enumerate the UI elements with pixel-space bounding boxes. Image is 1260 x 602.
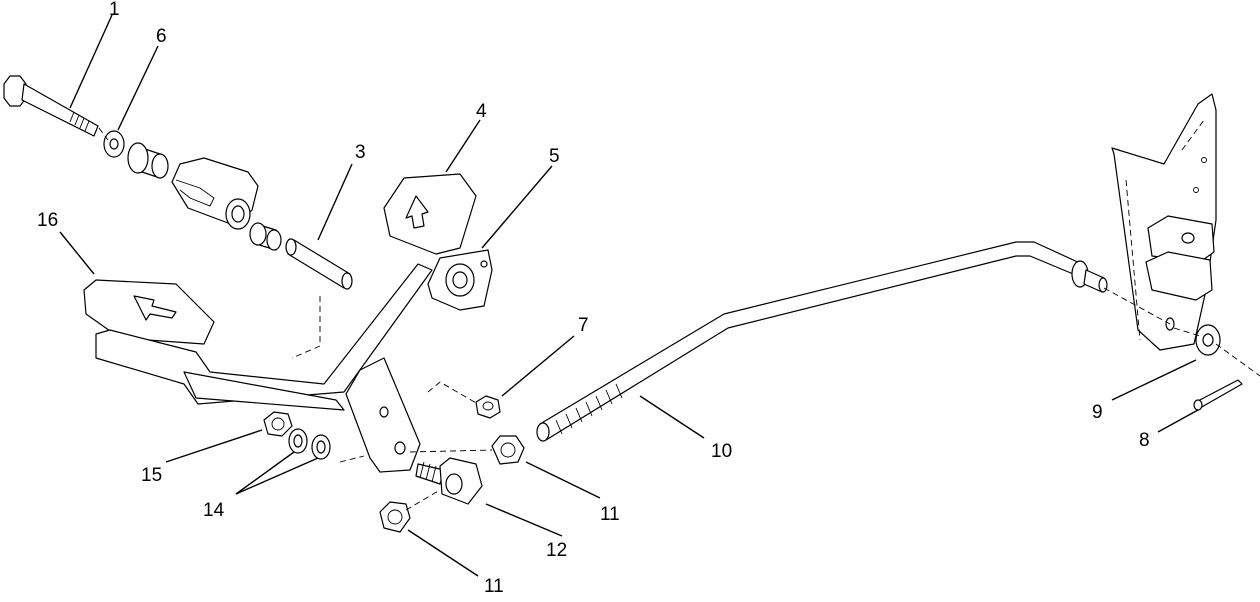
nut-part-15 — [263, 411, 293, 437]
callout-3: 3 — [355, 142, 366, 163]
pin-part-3 — [285, 238, 353, 290]
callout-15: 15 — [141, 465, 162, 486]
leader-lines — [59, 14, 1199, 577]
pivot-bracket — [171, 157, 259, 230]
pedal-lever — [95, 263, 433, 411]
linkage-rod-part-10 — [536, 241, 1108, 442]
washer-part-6 — [103, 130, 125, 158]
callout-8: 8 — [1139, 430, 1150, 451]
callout-16: 16 — [37, 210, 58, 231]
callout-7: 7 — [578, 315, 589, 336]
pedal-mount-part-5 — [427, 249, 493, 311]
callout-labels: 1 6 3 4 5 16 7 15 14 12 11 11 10 9 8 — [37, 0, 1150, 597]
washers-part-14 — [288, 428, 331, 460]
cotter-pin-part-8 — [1193, 379, 1243, 411]
nut-part-7 — [475, 395, 501, 419]
pedal-pad-part-16 — [83, 279, 215, 345]
small-bushing — [249, 222, 282, 251]
callout-1: 1 — [109, 0, 120, 20]
control-arm-bracket — [1111, 93, 1217, 351]
callout-9: 9 — [1092, 402, 1103, 423]
callout-14: 14 — [203, 500, 225, 521]
nut-part-11-upper — [491, 435, 525, 465]
washer-part-9 — [1195, 324, 1221, 356]
callout-4: 4 — [476, 101, 487, 122]
callout-6: 6 — [156, 26, 167, 47]
pedal-pad-part-4 — [383, 173, 477, 255]
rod-end-part-12 — [415, 457, 483, 505]
alignment-lines — [98, 127, 1260, 511]
callout-11-lower: 11 — [484, 576, 504, 597]
callout-12: 12 — [546, 540, 567, 561]
callout-10: 10 — [711, 441, 732, 462]
callout-5: 5 — [549, 146, 560, 167]
nut-part-11-lower — [379, 501, 411, 533]
flanged-bushing — [127, 142, 169, 179]
bolt-part-1 — [3, 75, 99, 137]
clevis-plate — [345, 357, 421, 473]
callout-11-upper: 11 — [600, 504, 620, 525]
